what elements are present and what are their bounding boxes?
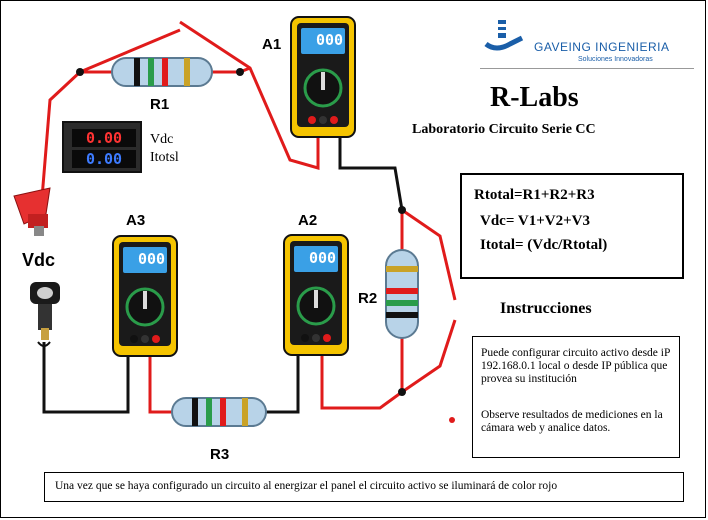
label-a3: A3 — [126, 212, 146, 229]
instructions-paragraph-1: Puede configurar circuito activo desde i… — [481, 347, 670, 385]
label-r2: R2 — [358, 290, 378, 307]
label-a1: A1 — [262, 36, 282, 53]
circuit-nodes — [76, 68, 406, 396]
brand-logo-icon — [484, 20, 524, 51]
formula-box: Rtotal=R1+R2+R3 Vdc= V1+V2+V3 Itotal= (V… — [460, 173, 684, 279]
wire-a2-to-r3 — [42, 340, 300, 414]
multimeter-a2: 000 — [283, 234, 349, 361]
vdc-jack — [30, 282, 60, 347]
power-switch — [13, 187, 51, 236]
wire-top-left — [40, 20, 320, 199]
panel-meter: 0.00 0.00 — [62, 121, 142, 173]
footer-note: Una vez que se haya configurado un circu… — [55, 480, 558, 492]
panel-meter-label-itotal: Itotsl — [150, 150, 179, 165]
panel-meter-current: 0.00 — [72, 150, 136, 168]
brand-name: GAVEING INGENIERIA — [534, 40, 670, 54]
page-title: R-Labs — [490, 82, 579, 113]
panel-meter-voltage: 0.00 — [72, 129, 136, 147]
brand-logo: GAVEING INGENIERIA Soluciones Innovadora… — [480, 12, 694, 70]
label-vdc: Vdc — [22, 250, 56, 270]
multimeter-a3-display: 000 — [138, 250, 166, 268]
label-a2: A2 — [298, 212, 318, 229]
page-subtitle: Laboratorio Circuito Serie CC — [412, 122, 596, 137]
multimeter-a1: 000 — [290, 16, 356, 143]
footer-note-box: Una vez que se haya configurado un circu… — [44, 472, 684, 502]
resistor-r1 — [111, 57, 213, 87]
multimeter-a3: 000 — [112, 235, 178, 362]
resistor-r3 — [171, 397, 267, 427]
multimeter-a1-display: 000 — [316, 31, 344, 49]
label-r1: R1 — [150, 96, 170, 113]
multimeter-a2-body — [283, 234, 349, 356]
wire-a1-to-r2 — [320, 120, 457, 410]
formula-itotal: Itotal= (Vdc/Rtotal) — [480, 237, 608, 253]
instructions-paragraph-2: Observe resultados de mediciones en la c… — [481, 409, 663, 434]
panel-meter-label-vdc: Vdc — [150, 132, 174, 147]
multimeter-a3-body — [112, 235, 178, 357]
brand-tagline: Soluciones Innovadoras — [578, 56, 653, 63]
formula-rtotal: Rtotal=R1+R2+R3 — [474, 187, 595, 203]
instructions-box: Puede configurar circuito activo desde i… — [472, 336, 680, 458]
formula-vdc: Vdc= V1+V2+V3 — [480, 213, 590, 229]
label-r3: R3 — [210, 446, 230, 463]
instructions-heading: Instrucciones — [500, 300, 592, 317]
indicator-dot — [449, 417, 455, 423]
multimeter-a1-body — [290, 16, 356, 138]
multimeter-a2-display: 000 — [309, 249, 337, 267]
brand-underline — [480, 68, 694, 69]
resistor-r2 — [385, 249, 419, 339]
